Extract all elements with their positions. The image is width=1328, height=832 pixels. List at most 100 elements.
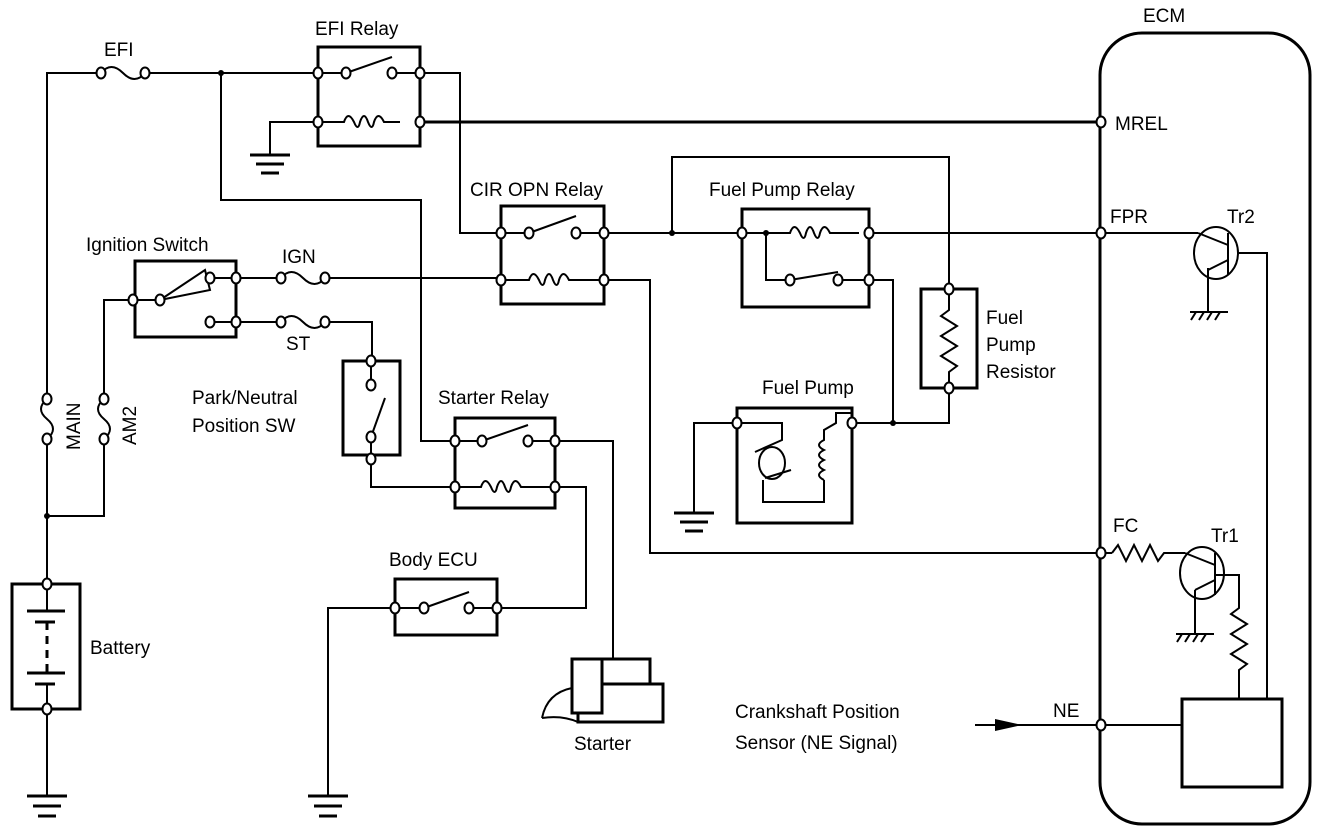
- terminal-connector: [736, 226, 748, 240]
- st-fuse: [280, 315, 326, 329]
- cir-opn-relay-label: CIR OPN Relay: [470, 180, 604, 201]
- pn-sw-label-line2: Position SW: [192, 416, 296, 437]
- terminal-connector: [127, 293, 139, 307]
- terminal-connector: [449, 480, 461, 494]
- fc-terminal-label: FC: [1113, 516, 1138, 537]
- chassis-ground-icon: [1176, 633, 1214, 643]
- terminal-connector: [463, 601, 475, 615]
- terminal-connector: [41, 702, 53, 716]
- terminal-connector: [495, 273, 507, 287]
- fuel-pump-resistor: [919, 287, 979, 390]
- terminal-connector: [275, 315, 287, 329]
- terminal-connector: [139, 66, 151, 80]
- terminal-connector: [784, 273, 796, 287]
- fuel-pump-relay: [740, 207, 871, 309]
- terminal-connector: [1095, 546, 1107, 560]
- terminal-connector: [204, 271, 216, 285]
- terminal-connector: [204, 315, 216, 329]
- resistor-label-line2: Pump: [986, 335, 1036, 356]
- ign-fuse-label: IGN: [282, 247, 316, 268]
- am2-fuse: [97, 398, 111, 440]
- terminal-connector: [230, 315, 242, 329]
- terminal-connector: [340, 66, 352, 80]
- junction-dots: [44, 70, 896, 519]
- resistor-label-line3: Resistor: [986, 362, 1056, 383]
- efi-fuse-label: EFI: [104, 40, 134, 61]
- terminal-connector: [491, 601, 503, 615]
- tr2-label: Tr2: [1227, 207, 1255, 228]
- crank-sensor-label-line1: Crankshaft Position: [735, 702, 900, 723]
- main-fuse: [40, 398, 54, 440]
- am2-fuse-label: AM2: [120, 406, 141, 445]
- terminal-connector: [476, 434, 488, 448]
- terminal-connector: [414, 115, 426, 129]
- ne-signal-arrow-icon: [995, 719, 1022, 731]
- battery-label: Battery: [90, 638, 151, 659]
- terminal-connector: [414, 66, 426, 80]
- battery: [10, 582, 82, 711]
- wires: [46, 72, 1268, 796]
- terminal-connector: [731, 416, 743, 430]
- terminal-connector: [418, 601, 430, 615]
- fuel-pump-relay-label: Fuel Pump Relay: [709, 180, 855, 201]
- terminal-connector: [319, 315, 331, 329]
- ne-terminal-label: NE: [1053, 701, 1079, 722]
- terminals: [41, 66, 1107, 732]
- terminal-connector: [943, 282, 955, 296]
- ground-icon: [674, 511, 714, 533]
- terminal-connector: [386, 66, 398, 80]
- tr1-label: Tr1: [1211, 526, 1239, 547]
- terminal-connector: [365, 430, 377, 444]
- starter-relay-label: Starter Relay: [438, 388, 549, 409]
- terminal-connector: [1095, 226, 1107, 240]
- terminal-connector: [98, 392, 110, 406]
- chassis-ground-icon: [1190, 311, 1228, 321]
- resistor-label-line1: Fuel: [986, 308, 1023, 329]
- efi-relay: [316, 45, 422, 148]
- terminal-connector: [41, 577, 53, 591]
- ign-fuse: [280, 271, 326, 285]
- labels: ECM EFI EFI Relay CIR OPN Relay Fuel Pum…: [64, 6, 1255, 755]
- terminal-connector: [832, 273, 844, 287]
- terminal-connector: [523, 226, 535, 240]
- body-ecu: [393, 577, 499, 637]
- terminal-connector: [495, 226, 507, 240]
- terminal-connector: [312, 115, 324, 129]
- terminal-connector: [98, 432, 110, 446]
- terminal-connector: [389, 601, 401, 615]
- transistor-tr1-icon: [1179, 546, 1225, 600]
- terminal-connector: [943, 381, 955, 395]
- ignition-switch: [133, 259, 238, 339]
- terminal-connector: [598, 226, 610, 240]
- transistor-tr2-icon: [1193, 226, 1239, 280]
- cir-opn-relay: [499, 204, 606, 306]
- efi-fuse: [100, 66, 146, 80]
- ignition-switch-label: Ignition Switch: [86, 235, 209, 256]
- terminal-connector: [275, 271, 287, 285]
- terminal-connector: [549, 480, 561, 494]
- terminal-connector: [41, 432, 53, 446]
- terminal-connector: [863, 226, 875, 240]
- terminal-connector: [1095, 718, 1107, 732]
- park-neutral-position-switch: [341, 359, 402, 459]
- terminal-connector: [41, 392, 53, 406]
- fuel-pump: [735, 406, 854, 525]
- ecm: [1098, 31, 1312, 826]
- ground-icon: [27, 794, 67, 818]
- ground-icon: [308, 794, 348, 818]
- terminal-connector: [570, 226, 582, 240]
- terminal-connector: [598, 273, 610, 287]
- terminal-connector: [863, 273, 875, 287]
- crank-sensor-label-line2: Sensor (NE Signal): [735, 733, 898, 754]
- terminal-connector: [312, 66, 324, 80]
- ecm-processor-block: [1180, 697, 1284, 789]
- fpr-terminal-label: FPR: [1110, 207, 1148, 228]
- terminal-connector: [95, 66, 107, 80]
- terminal-connector: [1095, 115, 1107, 129]
- st-fuse-label: ST: [286, 334, 311, 355]
- terminal-connector: [365, 378, 377, 392]
- efi-relay-label: EFI Relay: [315, 19, 399, 40]
- terminal-connector: [319, 271, 331, 285]
